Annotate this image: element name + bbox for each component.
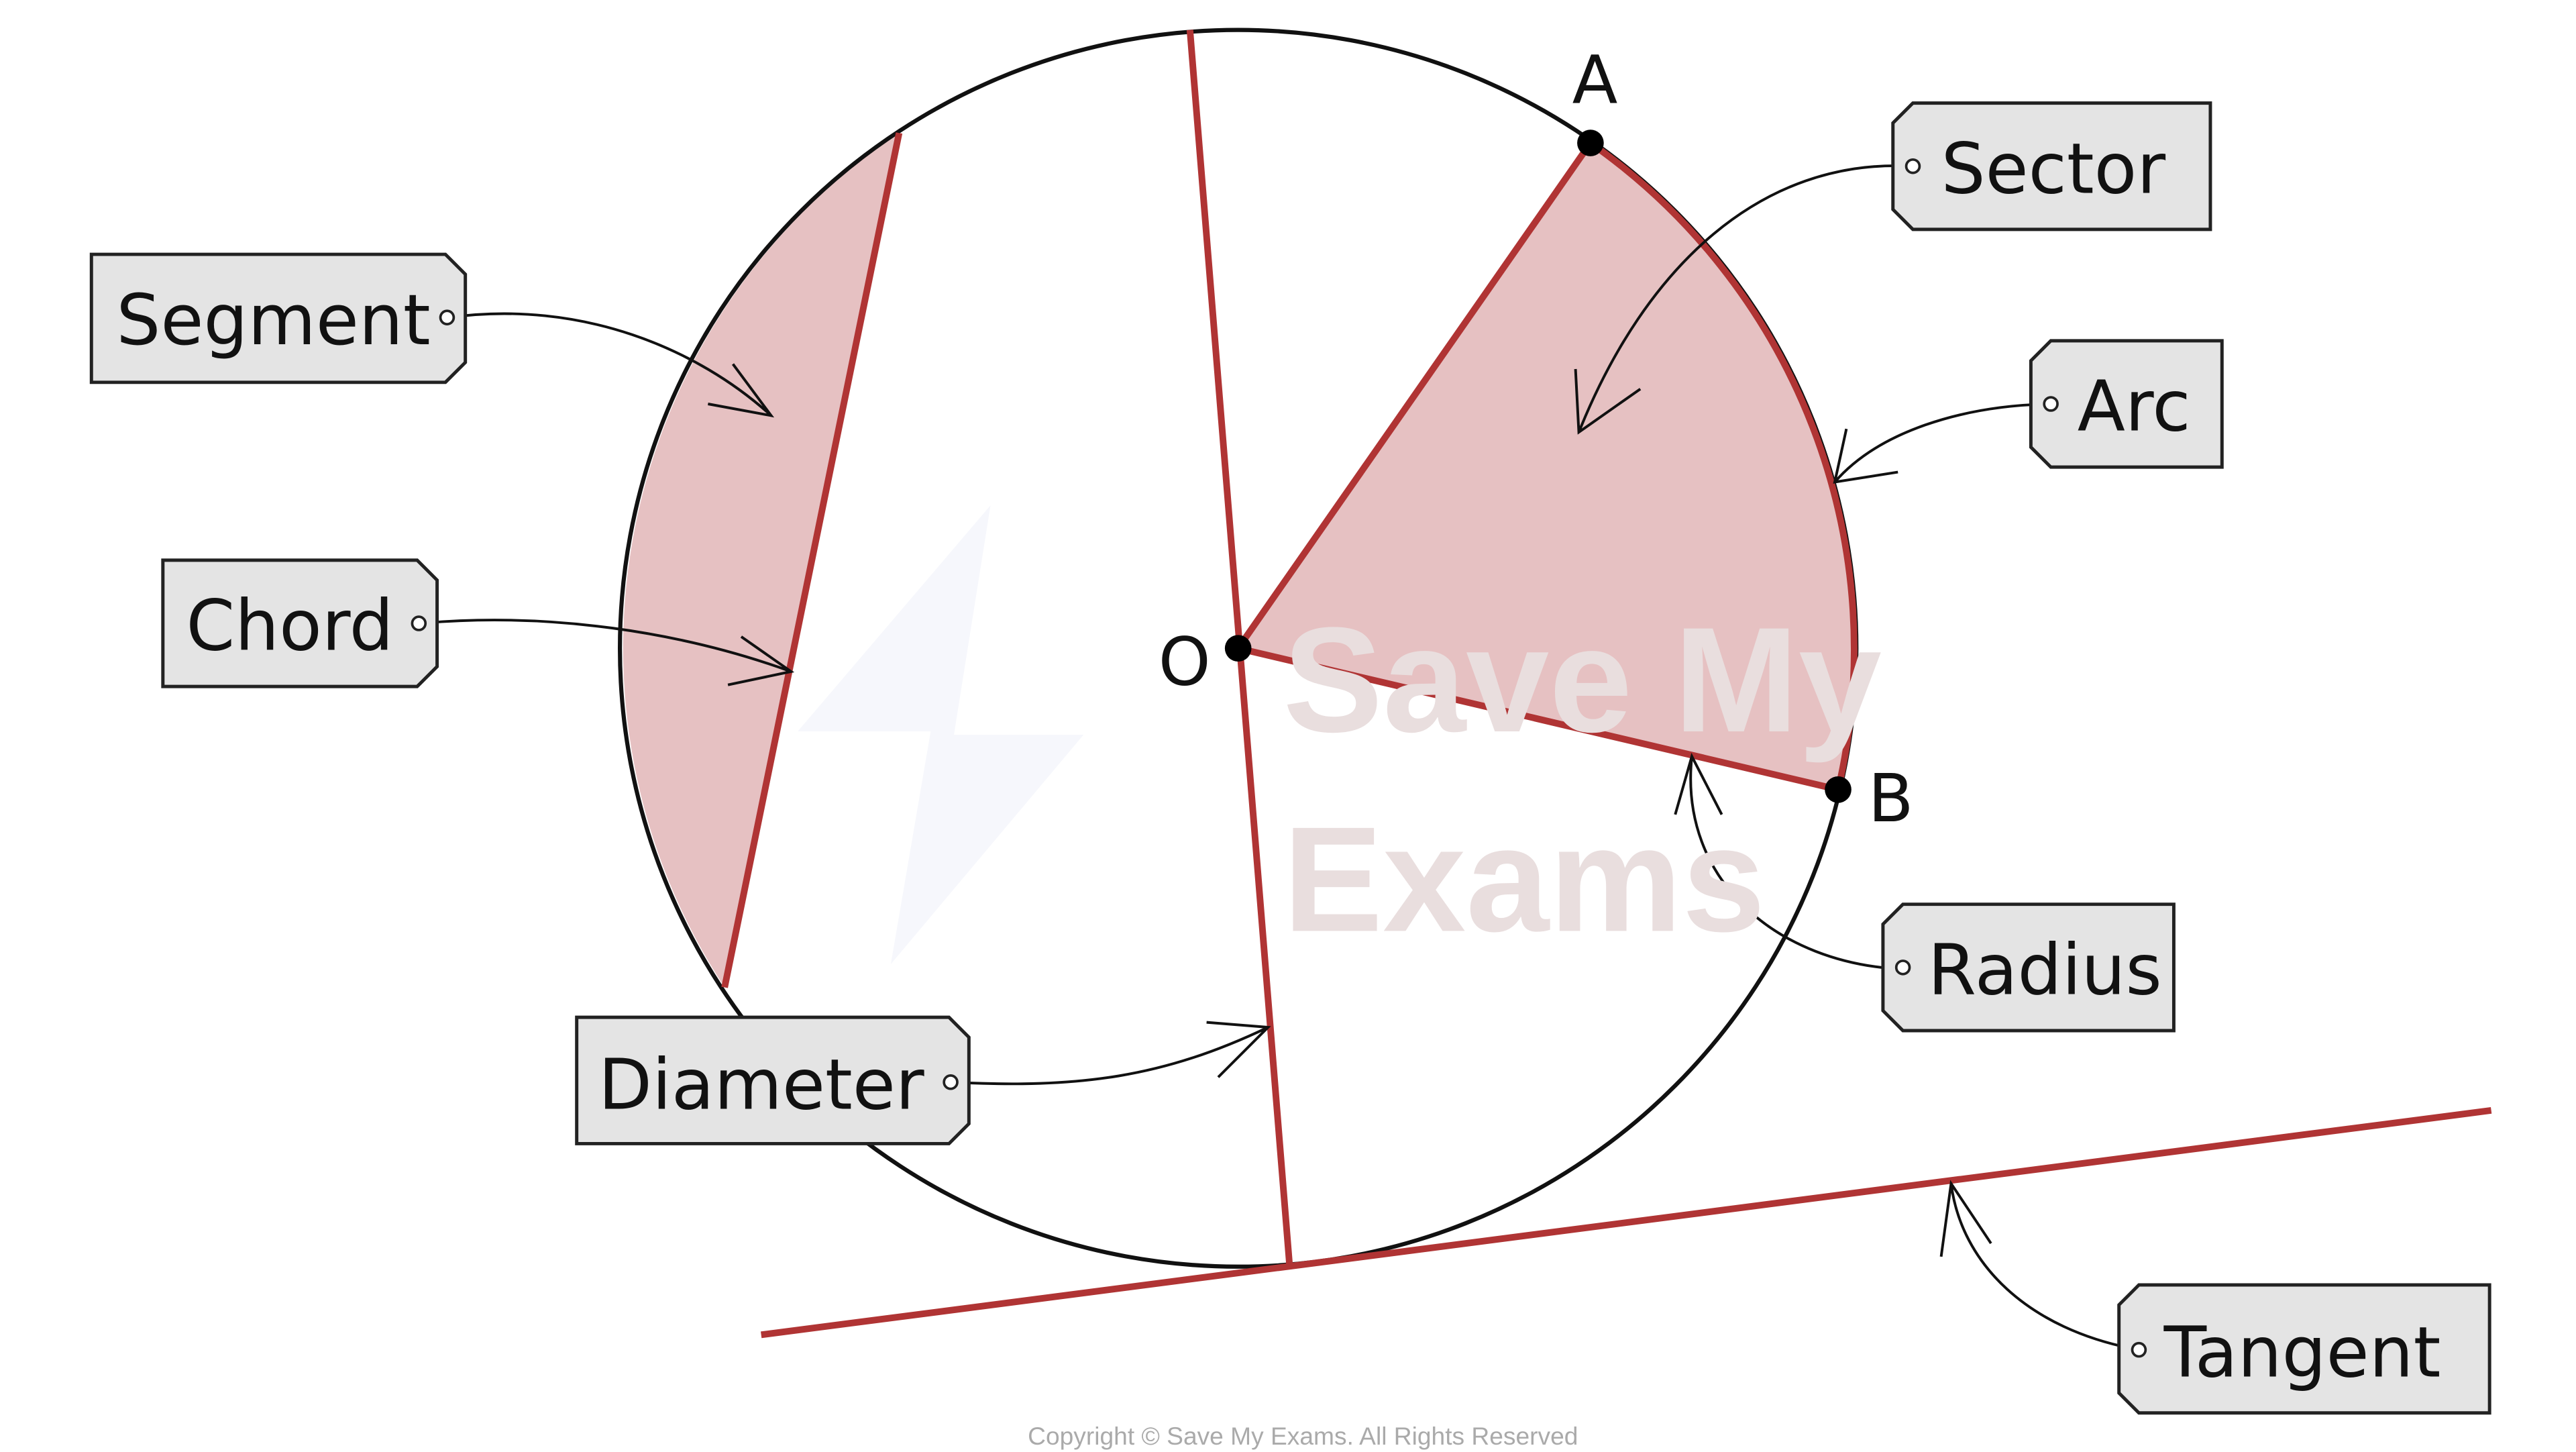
tag-diameter-text: Diameter — [598, 1043, 924, 1125]
arrows — [420, 164, 2139, 1351]
segment-region — [623, 133, 900, 988]
tag-arc-text: Arc — [2078, 366, 2191, 448]
tag-sector-text: Sector — [1941, 127, 2166, 209]
tag-tangent-text: Tangent — [2163, 1311, 2441, 1393]
arc-line — [1589, 140, 1858, 790]
copyright: Copyright © Save My Exams. All Rights Re… — [1028, 1422, 1578, 1450]
tag-sector: Sector — [1891, 101, 2212, 231]
sector-region — [1238, 143, 1854, 790]
tag-chord: Chord — [161, 558, 439, 688]
watermark: Save My Exams — [1283, 597, 1882, 963]
tag-diameter: Diameter — [575, 1015, 971, 1145]
point-b — [1825, 776, 1851, 803]
tag-segment: Segment — [89, 252, 468, 384]
tag-tangent: Tangent — [2117, 1283, 2491, 1415]
radius-ob — [1237, 645, 1839, 793]
tag-arc: Arc — [2029, 339, 2224, 469]
watermark-line2: Exams — [1283, 796, 1766, 963]
label-b: B — [1868, 760, 1914, 837]
tag-segment-text: Segment — [116, 279, 430, 361]
point-o — [1224, 635, 1252, 662]
point-a — [1577, 129, 1604, 156]
watermark-line1: Save My — [1283, 597, 1882, 764]
segment-arrow — [448, 312, 775, 418]
sector-arrow — [1574, 164, 1912, 435]
label-o: O — [1159, 624, 1211, 701]
chord-line — [721, 132, 903, 988]
tangent-arrow — [1939, 1180, 2139, 1351]
watermark-logo — [798, 505, 1084, 964]
radius-arrow — [1674, 752, 1903, 971]
tag-chord-text: Chord — [186, 585, 393, 667]
diameter-arrow — [950, 1021, 1271, 1086]
tangent-line — [761, 1106, 2492, 1339]
tag-radius-text: Radius — [1928, 929, 2162, 1010]
tag-radius: Radius — [1881, 902, 2176, 1033]
chord-arrow — [420, 619, 795, 686]
radius-oa — [1235, 141, 1593, 651]
label-a: A — [1572, 42, 1618, 119]
arc-arrow — [1833, 403, 2051, 484]
